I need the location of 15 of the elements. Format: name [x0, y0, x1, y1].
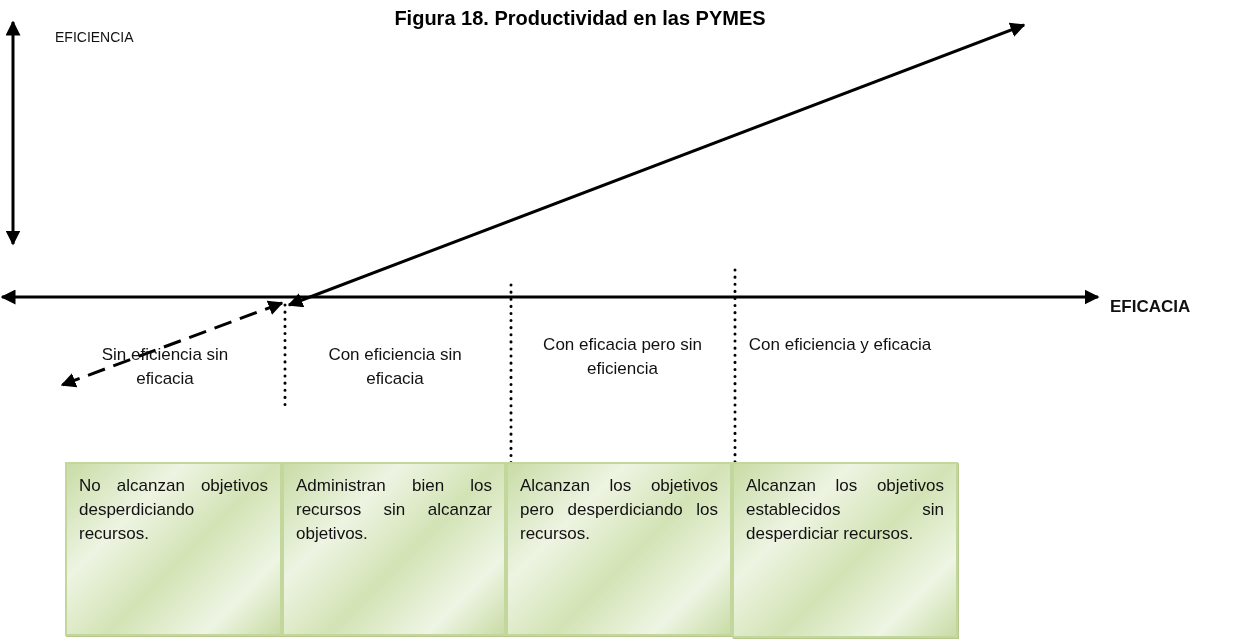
- quadrant-label: Con eficiencia y eficacia: [747, 334, 933, 356]
- axis-label: EFICACIA: [1110, 296, 1192, 318]
- axis-label: EFICIENCIA: [55, 28, 135, 47]
- description-box: [732, 462, 958, 638]
- figure-title: Figura 18. Productividad en las PYMES: [393, 7, 767, 30]
- box-text: Administran bien los recursos sin alcanzar objetivos.: [296, 475, 492, 545]
- description-box: [506, 462, 732, 636]
- quadrant-label: Con eficacia pero sin eficiencia: [542, 334, 703, 380]
- box-text: Alcanzan los objetivos establecidos sin desperdiciar recursos.: [746, 475, 944, 545]
- description-box: [282, 462, 506, 636]
- quadrant-label: Sin eficiencia sin eficacia: [100, 344, 230, 390]
- box-text: Alcanzan los objetivos pero desperdiciando los recursos.: [520, 475, 718, 545]
- description-box: [65, 462, 282, 636]
- box-text: No alcanzan objetivos desperdiciando recursos.: [79, 475, 268, 545]
- quadrant-label: Con eficiencia sin eficacia: [327, 344, 463, 390]
